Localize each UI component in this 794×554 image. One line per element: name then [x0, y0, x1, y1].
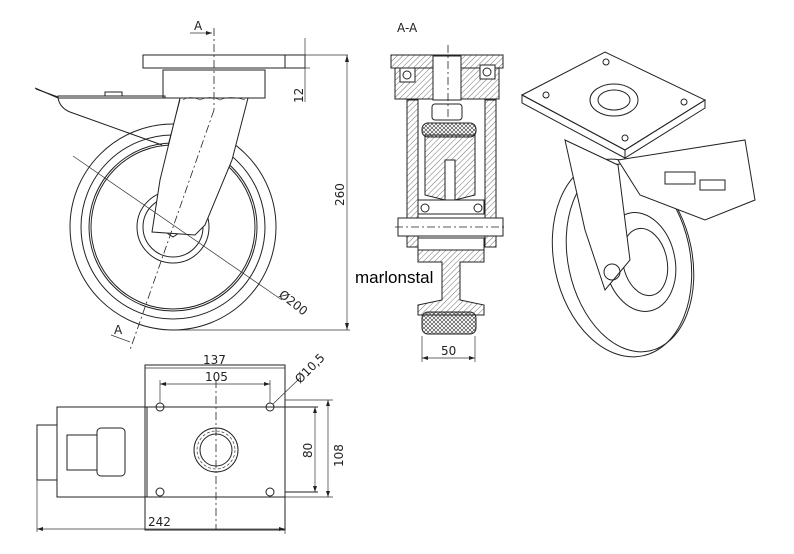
section-title: A-A: [397, 21, 418, 35]
isometric-view: [520, 51, 756, 358]
brake-lever: [34, 87, 166, 146]
plate-outline: [144, 364, 286, 531]
mounting-holes: [155, 402, 275, 497]
dim-wheel-width: 50: [441, 344, 456, 358]
dim-wheel-diameter: Ø200: [276, 287, 310, 318]
dim-height: 260: [333, 183, 347, 206]
section-mark-bottom: A: [114, 323, 123, 337]
iso-plate: [520, 51, 707, 151]
dim-hole-spacing-y: 80: [301, 443, 315, 458]
brake-pedal: [617, 139, 756, 221]
side-view: A A Ø200 12 260: [34, 19, 350, 351]
bottom-view: 137 105 Ø10,5 80 108 242: [36, 351, 346, 534]
section-view: A-A 50: [390, 21, 505, 362]
dim-overall-length: 242: [148, 515, 171, 529]
dim-plate-width: 108: [332, 444, 346, 467]
mounting-plate: [142, 54, 306, 69]
dim-hole-diameter: Ø10,5: [292, 351, 327, 386]
dim-plate-length: 137: [203, 353, 226, 367]
fork: [151, 97, 249, 236]
dim-plate-thickness: 12: [292, 88, 306, 103]
weld-seam: [182, 97, 246, 101]
dim-hole-spacing-x: 105: [205, 370, 228, 384]
watermark: marlonstal: [355, 268, 433, 287]
section-mark-top: A: [194, 19, 203, 33]
